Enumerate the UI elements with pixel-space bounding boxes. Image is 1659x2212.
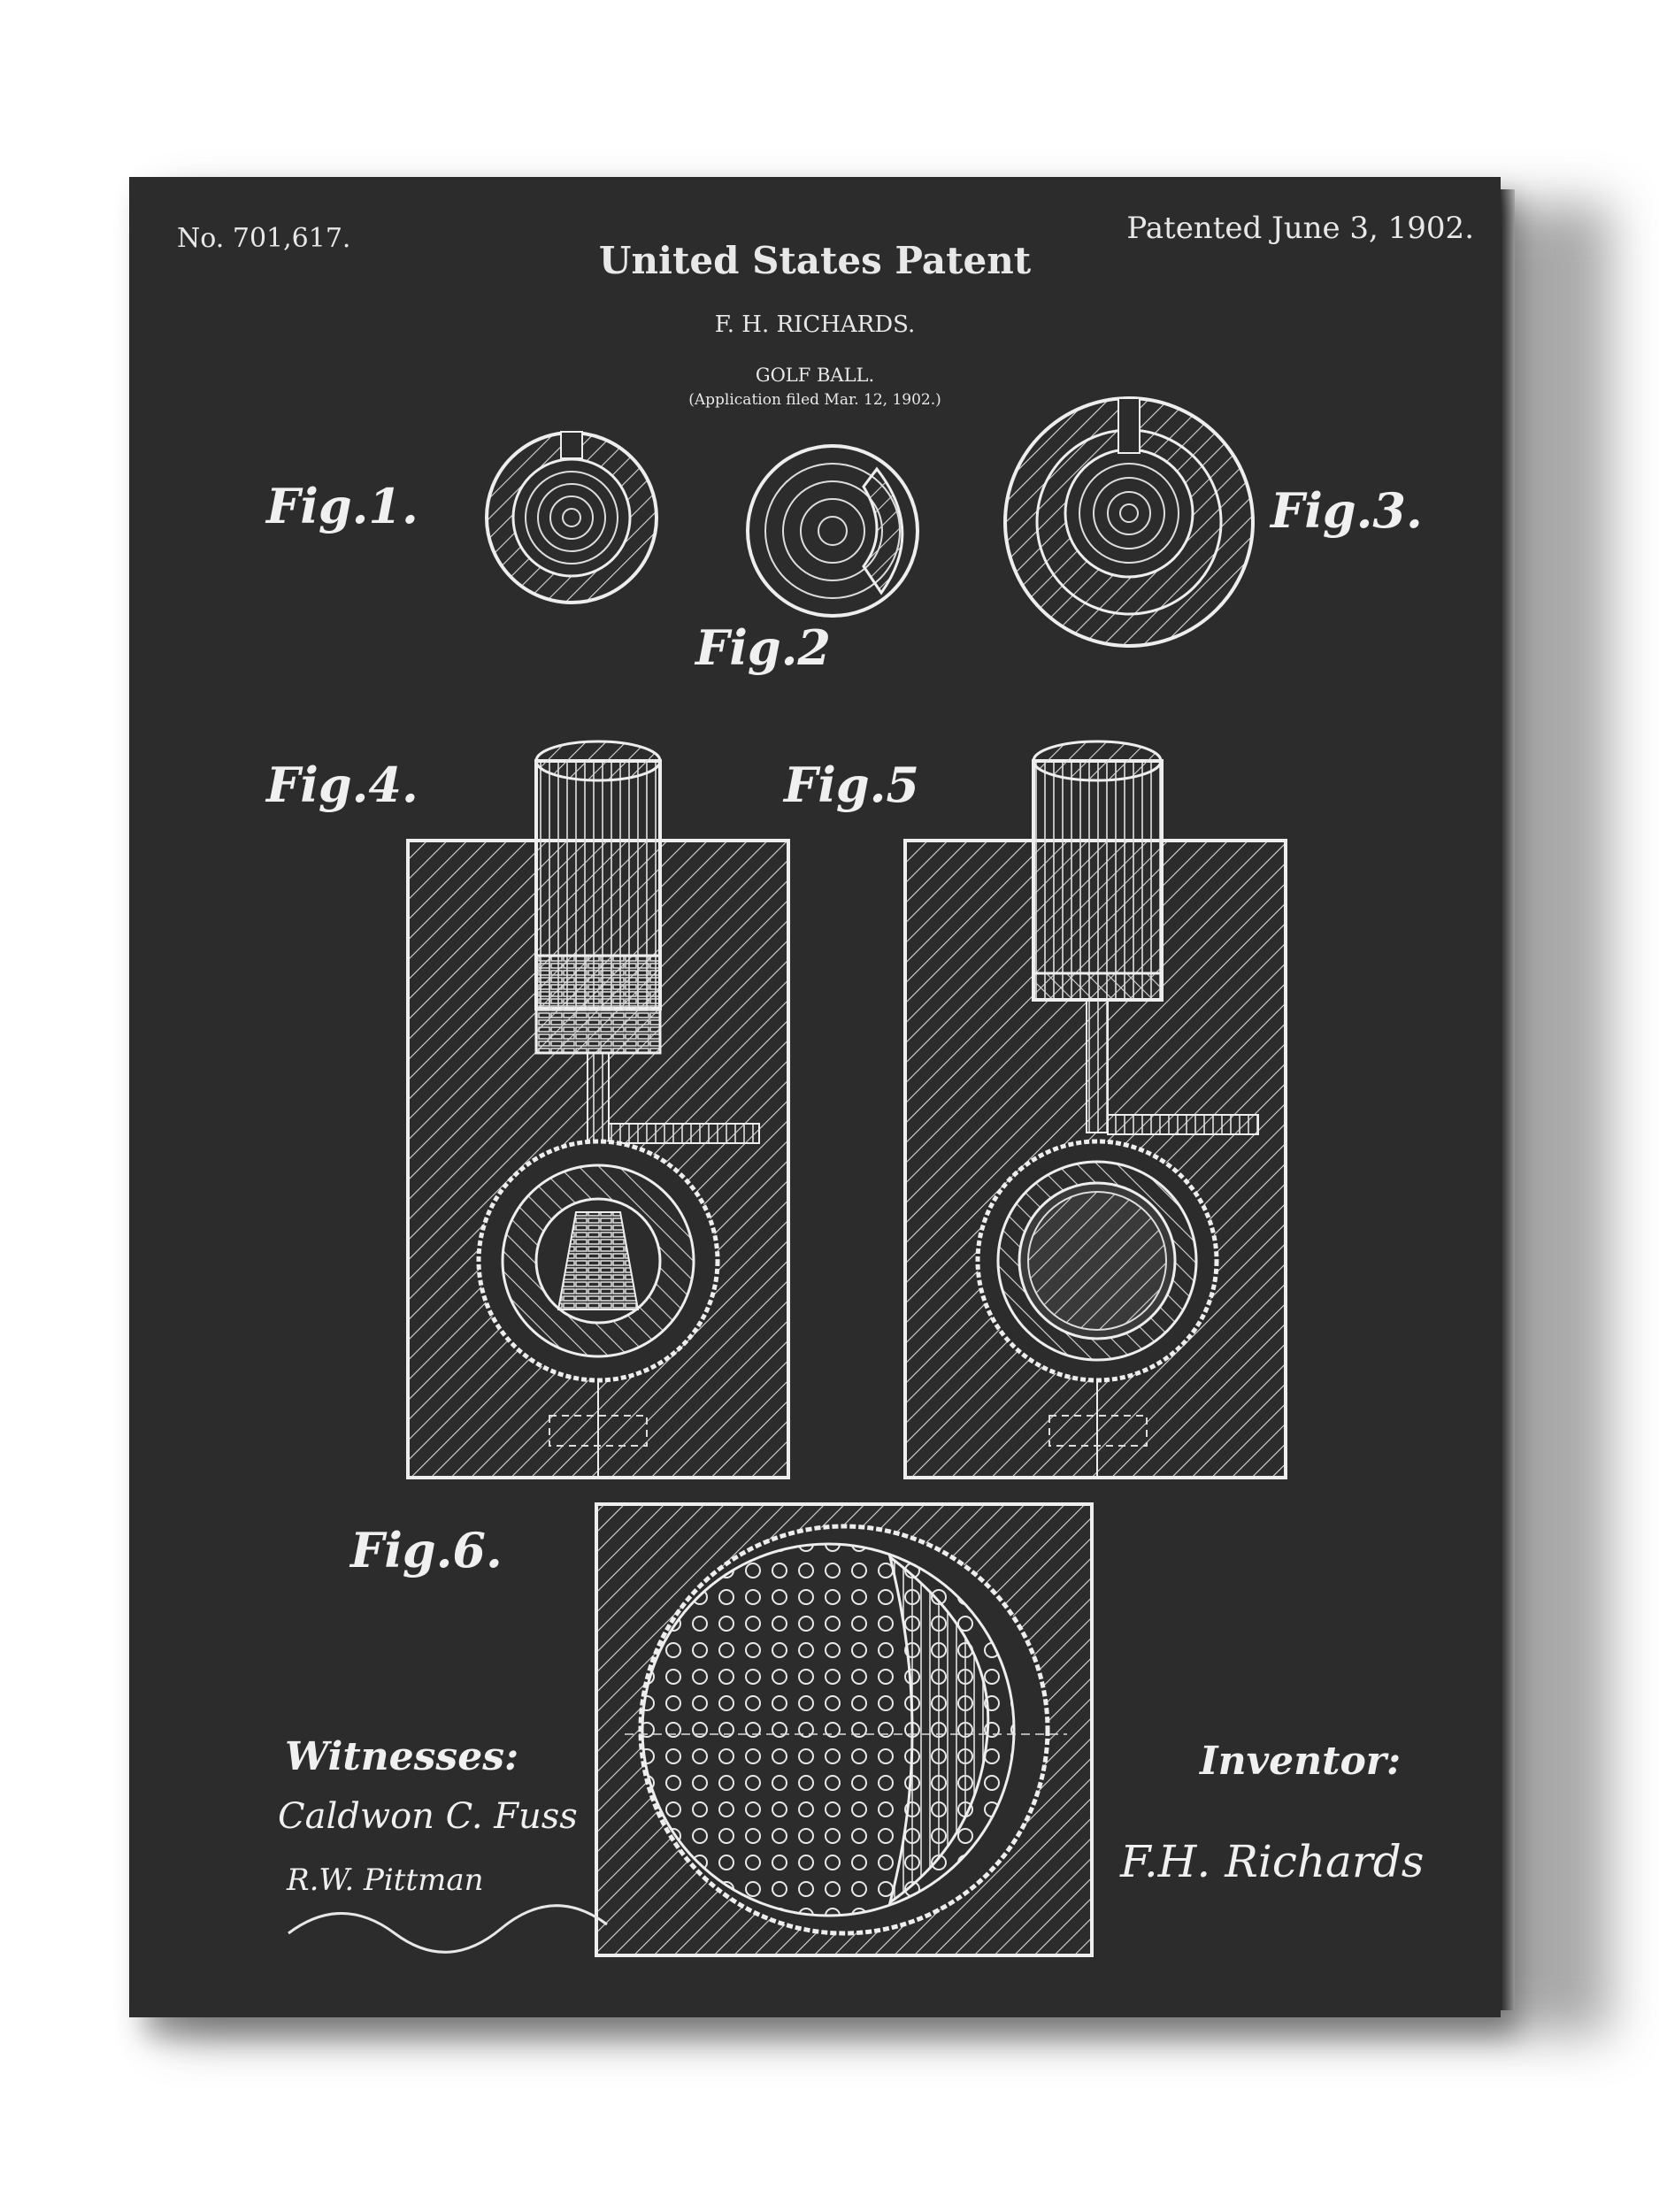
witness-1-signature: Caldwon C. Fuss <box>278 1796 578 1837</box>
figure-2-label: Fig.2 <box>695 619 831 676</box>
filing-date: (Application filed Mar. 12, 1902.) <box>688 391 941 409</box>
figure-6-drawing <box>595 1502 1094 1957</box>
patent-canvas: No. 701,617. Patented June 3, 1902. Unit… <box>129 177 1501 2017</box>
inventor-label: Inventor: <box>1200 1739 1402 1784</box>
patent-subject: GOLF BALL. <box>755 365 875 386</box>
figure-1-drawing <box>485 431 658 604</box>
figure-4-drawing <box>406 740 790 1479</box>
patent-date: Patented June 3, 1902. <box>1126 211 1474 246</box>
figure-1-label: Fig.1. <box>266 478 419 534</box>
patent-number: No. 701,617. <box>177 223 351 254</box>
canvas-edge <box>1501 189 1515 2010</box>
inventor-name: F. H. RICHARDS. <box>714 311 916 338</box>
patent-drawings <box>288 396 1287 1957</box>
witness-2-signature: R.W. Pittman <box>287 1863 484 1898</box>
figure-2-drawing <box>746 444 919 618</box>
figure-6-label: Fig.6. <box>350 1522 503 1578</box>
patent-title: United States Patent <box>598 239 1032 282</box>
figure-4-label: Fig.4. <box>266 757 419 813</box>
figure-3-drawing <box>1003 396 1255 648</box>
witness-signature-flourish <box>288 1904 608 1954</box>
witnesses-label: Witnesses: <box>285 1734 519 1779</box>
inventor-signature: F.H. Richards <box>1120 1836 1425 1887</box>
figure-3-label: Fig.3. <box>1271 482 1423 539</box>
figure-5-label: Fig.5 <box>784 757 919 813</box>
figure-5-drawing <box>903 740 1287 1479</box>
